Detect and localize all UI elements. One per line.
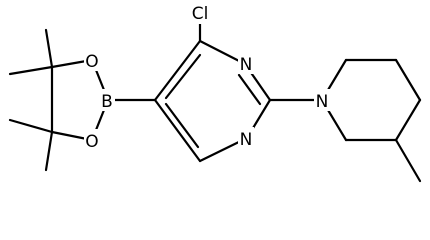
chlorine-label: Cl bbox=[192, 4, 209, 24]
atom-labels: Cl N N N B O O bbox=[84, 2, 330, 152]
ring-nitrogen-bottom-label: N bbox=[240, 130, 253, 150]
bond-c5p-methyl bbox=[394, 138, 422, 183]
ring-nitrogen-top-label: N bbox=[240, 55, 253, 75]
bond-n3-c2-inner bbox=[237, 73, 262, 106]
bond-c6-c5-inner bbox=[164, 102, 200, 149]
atom-ring-nitrogen-top: N bbox=[238, 52, 254, 75]
bond-cb-methyl-down bbox=[44, 130, 54, 172]
bond-c6-c5 bbox=[153, 98, 202, 163]
bond-c4-n3 bbox=[198, 39, 247, 66]
atom-oxygen-top: O bbox=[84, 49, 100, 72]
bond-c3p-c4p bbox=[394, 58, 422, 102]
atom-oxygen-bottom: O bbox=[84, 129, 100, 152]
bond-c5-c4 bbox=[153, 39, 202, 102]
atom-ring-nitrogen-bottom: N bbox=[238, 127, 254, 150]
atom-chlorine: Cl bbox=[186, 2, 214, 24]
atom-boron: B bbox=[99, 89, 115, 112]
oxygen-top-label: O bbox=[85, 52, 98, 72]
piperidine-nitrogen-label: N bbox=[316, 92, 329, 112]
bond-c4-c5-double bbox=[164, 53, 202, 100]
boron-label: B bbox=[101, 92, 113, 112]
atom-piperidine-nitrogen: N bbox=[314, 89, 330, 112]
oxygen-bottom-label: O bbox=[85, 132, 98, 152]
bond-lines bbox=[8, 16, 422, 183]
bond-ca-methyl-up bbox=[44, 28, 54, 69]
bond-cb-methyl-left bbox=[8, 118, 54, 134]
bond-ca-methyl-left bbox=[8, 65, 54, 76]
bond-c4p-c5p bbox=[394, 98, 422, 142]
chemical-structure-diagram: Cl N N N B O O bbox=[8, 2, 422, 183]
